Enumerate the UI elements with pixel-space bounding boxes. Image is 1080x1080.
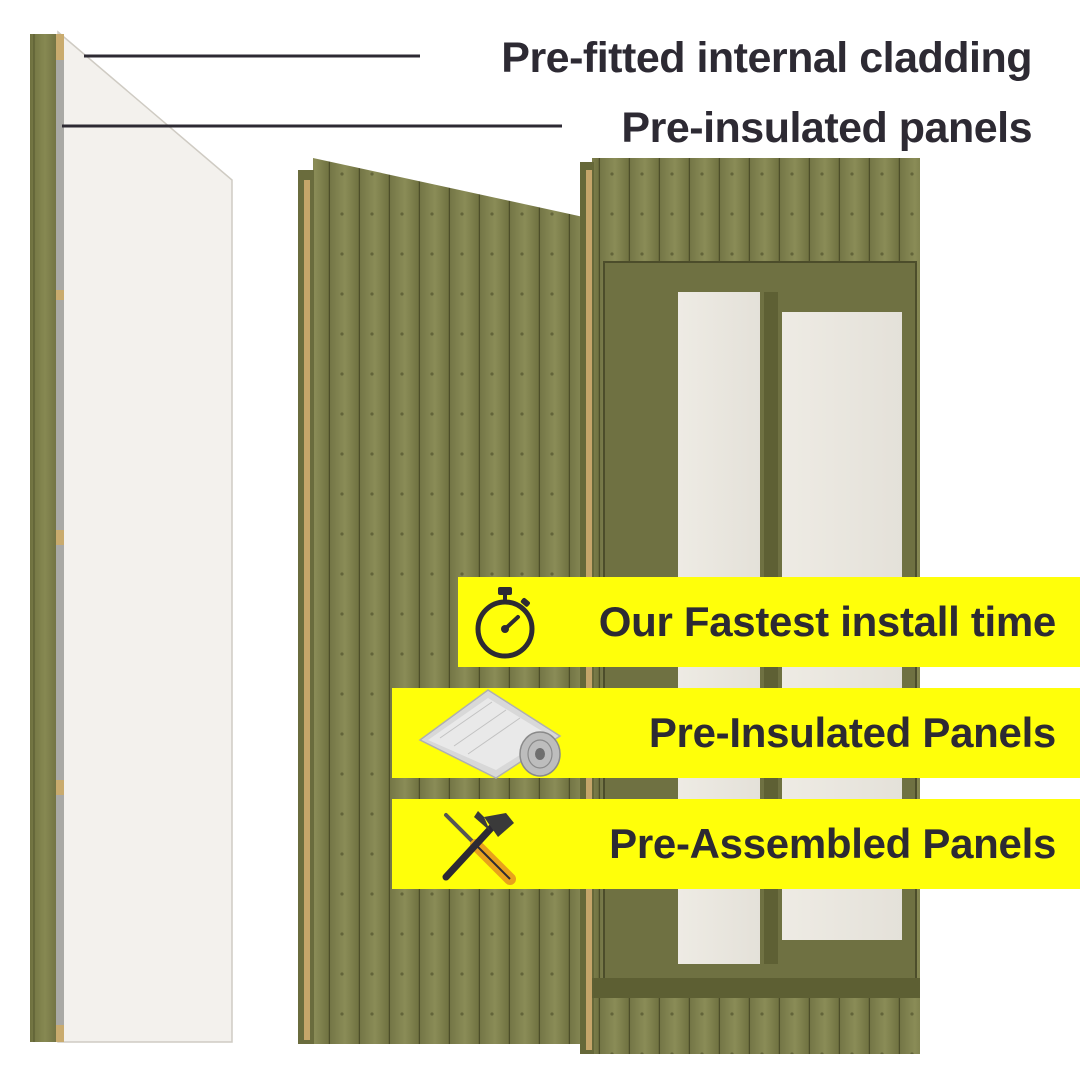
feature-banner-insulated: Pre-Insulated Panels bbox=[392, 688, 1080, 779]
insulation-roll-icon bbox=[418, 689, 562, 779]
feature-banner-assembled: Pre-Assembled Panels bbox=[392, 799, 1080, 889]
stopwatch-icon bbox=[475, 587, 535, 659]
cladding-panel bbox=[30, 30, 233, 1043]
callout-insulated-panels: Pre-insulated panels bbox=[621, 104, 1032, 152]
hammer-screwdriver-icon bbox=[442, 811, 516, 885]
feature-banner-install-time: Our Fastest install time bbox=[458, 577, 1080, 667]
feature-label-install-time: Our Fastest install time bbox=[598, 598, 1057, 645]
callout-internal-cladding: Pre-fitted internal cladding bbox=[501, 34, 1032, 82]
feature-label-assembled: Pre-Assembled Panels bbox=[609, 820, 1056, 867]
feature-label-insulated: Pre-Insulated Panels bbox=[648, 709, 1056, 756]
